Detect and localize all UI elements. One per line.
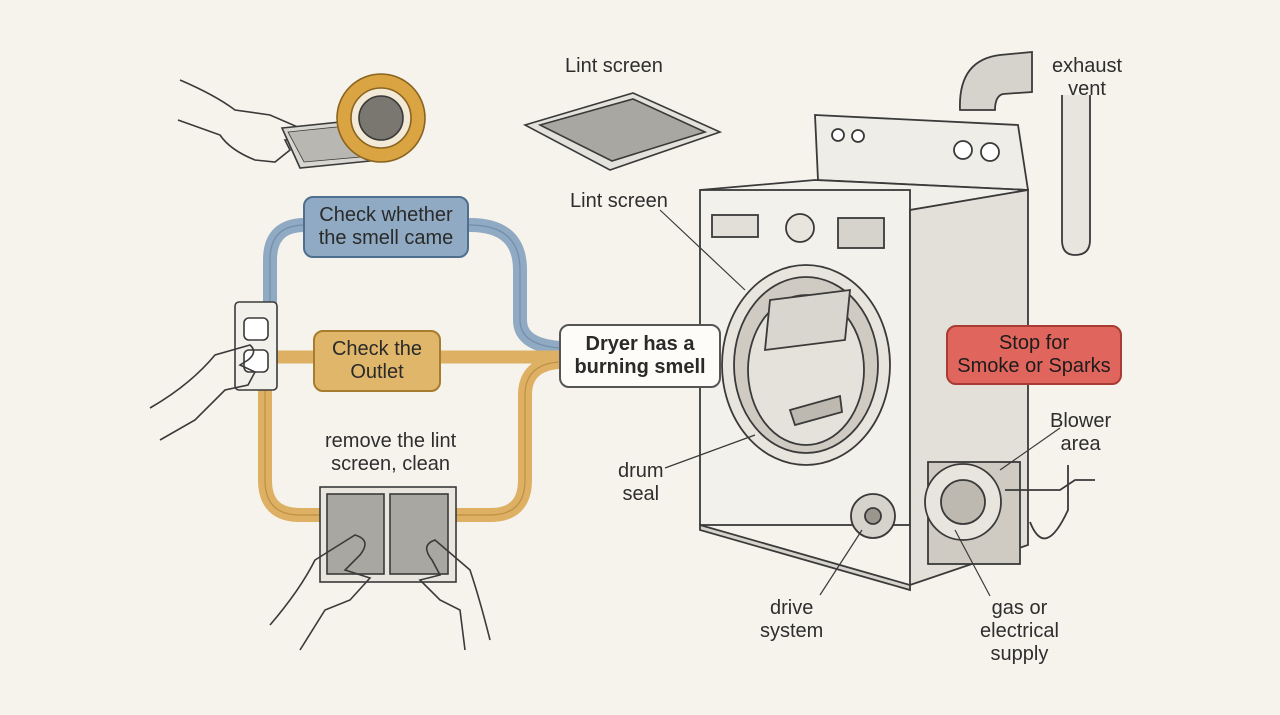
check-outlet-box: Check the Outlet	[313, 330, 441, 392]
label-drum-seal: drum seal	[618, 460, 664, 505]
label-remove-lint: remove the lint screen, clean	[325, 430, 457, 475]
label-lint-screen: Lint screen	[570, 190, 668, 212]
leader-lines	[659, 209, 1061, 597]
lint-screen-hands	[269, 486, 491, 651]
label-gas-electrical: gas or electrical supply	[980, 597, 1059, 665]
dryer-illustration	[699, 51, 1095, 592]
lint-screen-tray	[522, 92, 723, 171]
stop-smoke-box: Stop for Smoke or Sparks	[946, 325, 1122, 385]
hand-lint-illustration	[177, 73, 426, 169]
label-exhaust-vent: exhaust vent	[1052, 55, 1123, 100]
label-blower-area: Blower area	[1050, 410, 1112, 455]
burning-smell-box: Dryer has a burning smell	[559, 324, 721, 388]
orange-flow-outline	[264, 361, 559, 516]
check-outlet-text: Check the Outlet	[331, 338, 423, 383]
stop-smoke-text: Stop for Smoke or Sparks	[957, 332, 1111, 377]
blue-flow-path-outline	[269, 224, 561, 349]
label-drive-system: drive system	[760, 597, 824, 642]
check-smell-box: Check whether the smell came	[303, 196, 469, 258]
wall-outlet-illustration	[149, 301, 278, 441]
label-lint-screen-top: Lint screen	[565, 55, 663, 77]
check-smell-text: Check whether the smell came	[318, 204, 454, 249]
burning-smell-text: Dryer has a burning smell	[574, 333, 706, 378]
